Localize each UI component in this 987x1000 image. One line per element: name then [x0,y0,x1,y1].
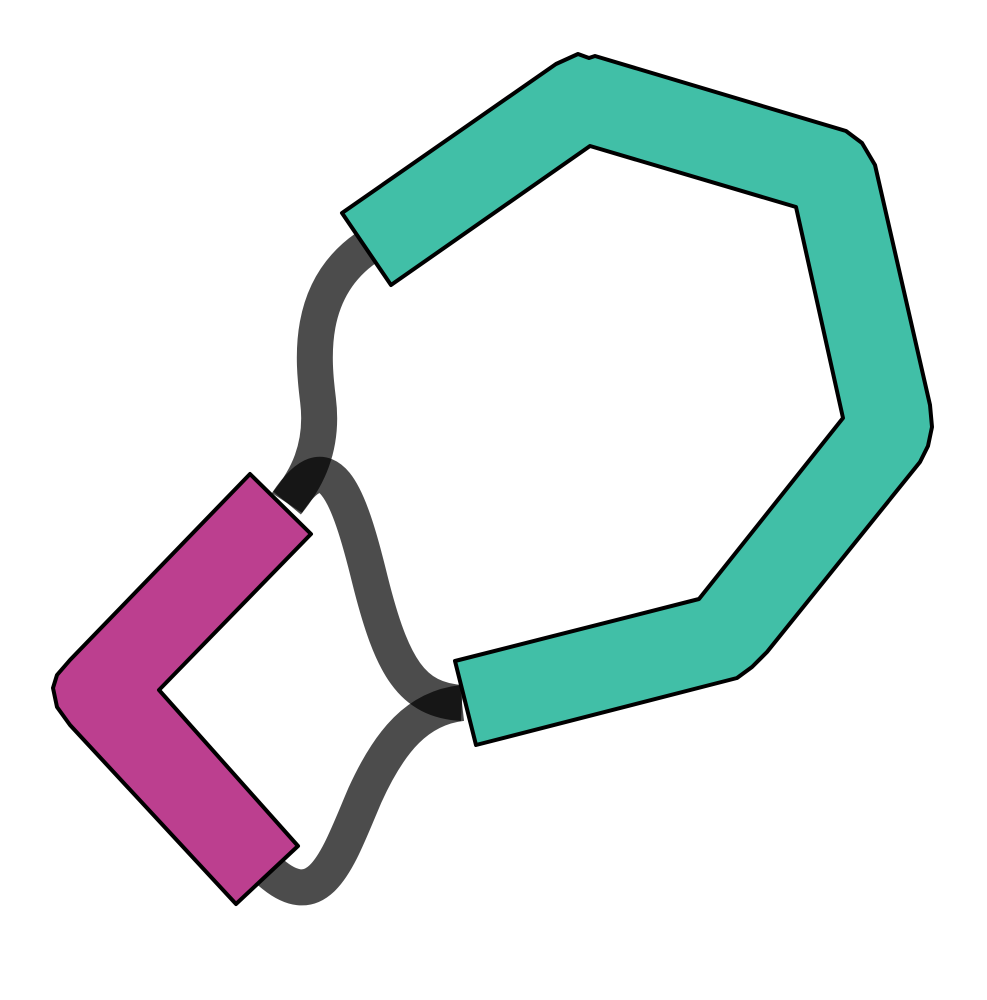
teal-segment [340,52,934,747]
magenta-segment [51,472,313,906]
connectors [255,233,465,906]
connector-magenta-to-teal-middle [271,456,464,721]
connector-teal-to-magenta-lower [255,685,465,906]
